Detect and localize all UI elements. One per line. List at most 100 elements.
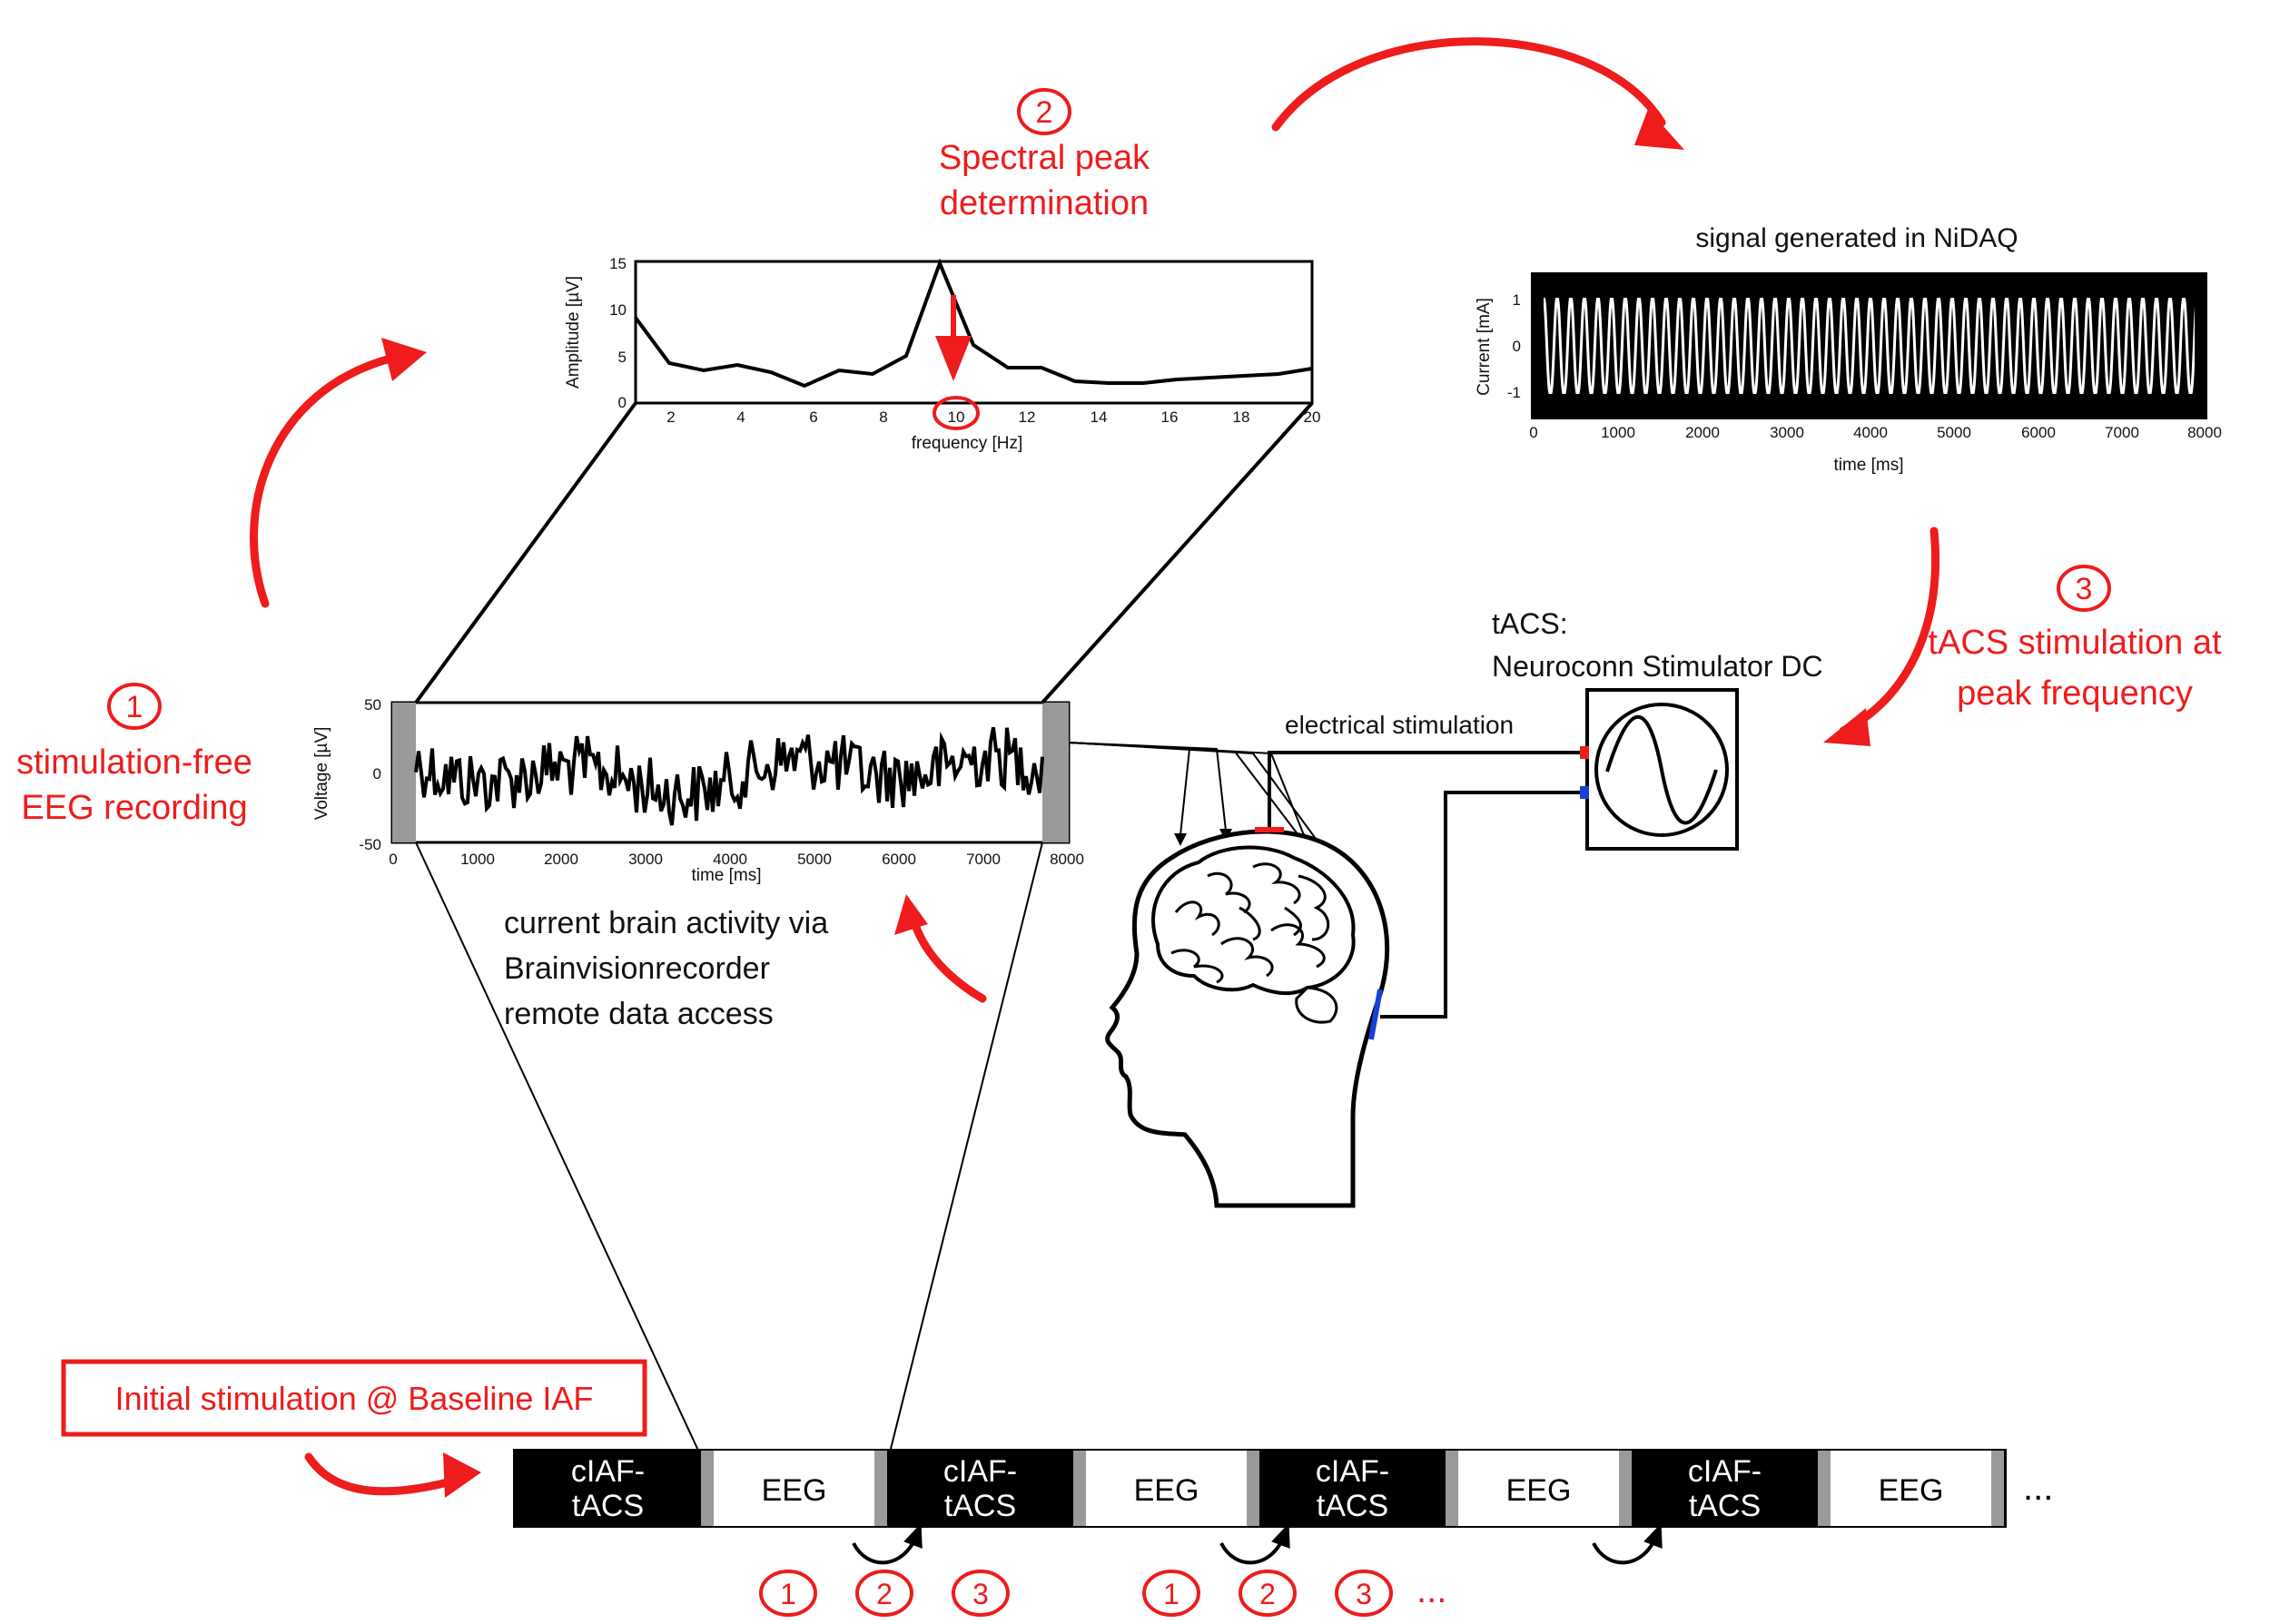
svg-text:50: 50 — [364, 696, 381, 714]
cycle-arrows — [250, 37, 1939, 1496]
nidaq-plot: signal generated in NiDAQ 0 1000 2000 30… — [1475, 223, 2222, 475]
step-marker-circle — [1142, 1570, 1200, 1617]
timeline-block-label: EEG — [1506, 1473, 1572, 1508]
step-marker-number: 2 — [876, 1578, 893, 1610]
peak-arrow-icon — [935, 336, 972, 381]
svg-text:8000: 8000 — [1050, 851, 1084, 868]
svg-text:1: 1 — [1513, 291, 1521, 309]
timeline-tacs-block: cIAF-tACS — [1316, 1454, 1389, 1523]
svg-text:0: 0 — [373, 765, 381, 782]
timeline-block-label: tACS — [1317, 1489, 1388, 1523]
timeline-block-label: cIAF- — [571, 1454, 645, 1489]
trailing-ellipsis: ... — [1416, 1570, 1446, 1610]
svg-text:0: 0 — [1513, 338, 1521, 355]
svg-text:Spectral peak: Spectral peak — [939, 139, 1150, 177]
stimulator: tACS: Neuroconn Stimulator DC — [1492, 607, 1823, 851]
blue-terminal — [1580, 786, 1589, 799]
svg-text:-50: -50 — [359, 836, 381, 853]
eeg-ylabel: Voltage [µV] — [312, 727, 331, 821]
eeg-gray-edge-left — [392, 703, 416, 842]
step3-label: 3 tACS stimulation at peak frequency — [1928, 565, 2222, 713]
timeline-block-label: tACS — [1689, 1489, 1761, 1523]
timeline-eeg-block: EEG — [701, 1451, 887, 1526]
eeg-yticks: 50 0 -50 — [359, 696, 381, 853]
step-marker-number: 2 — [1259, 1578, 1276, 1610]
spectrum-ylabel: Amplitude [µV] — [564, 276, 583, 389]
timeline-eeg-block: EEG — [1446, 1451, 1632, 1526]
svg-text:current brain activity via: current brain activity via — [504, 906, 828, 940]
svg-text:8: 8 — [879, 408, 887, 426]
svg-text:remote data access: remote data access — [504, 997, 774, 1031]
svg-text:Brainvisionrecorder: Brainvisionrecorder — [504, 951, 770, 986]
timeline-block-label: cIAF- — [1316, 1454, 1389, 1489]
svg-text:4: 4 — [736, 408, 745, 426]
nidaq-xlabel: time [ms] — [1833, 456, 1903, 475]
timeline-block-label: tACS — [572, 1489, 644, 1523]
svg-text:2: 2 — [1036, 95, 1053, 130]
arrowhead-icon — [1634, 109, 1684, 150]
arrowhead-icon — [443, 1452, 481, 1498]
step1-label: 1 stimulation-free EEG recording — [16, 683, 252, 827]
svg-text:0: 0 — [389, 851, 397, 868]
spectrum-xticks: 2 4 6 8 10 12 14 16 18 20 — [666, 408, 1320, 426]
sine-wave-icon — [1605, 714, 1718, 825]
eeg-trace — [414, 726, 1044, 826]
timeline-tacs-block: cIAF-tACS — [1688, 1454, 1762, 1523]
svg-text:6: 6 — [809, 408, 817, 426]
arrow-nidaq-to-step3 — [1839, 527, 1939, 735]
nidaq-yticks: 1 0 -1 — [1507, 291, 1521, 401]
eeg-plot: 0 1000 2000 3000 4000 5000 6000 7000 800… — [312, 696, 1084, 885]
nidaq-ylabel: Current [mA] — [1475, 298, 1494, 396]
timeline-block-label: EEG — [762, 1473, 827, 1508]
nidaq-title: signal generated in NiDAQ — [1695, 223, 2018, 253]
arrow-initial-to-timeline — [304, 1452, 463, 1496]
svg-text:16: 16 — [1161, 408, 1179, 426]
svg-text:1000: 1000 — [1601, 424, 1635, 441]
svg-text:6000: 6000 — [2021, 424, 2056, 441]
arrow-step2-to-nidaq — [1271, 37, 1666, 132]
svg-text:6000: 6000 — [882, 851, 916, 868]
svg-text:1000: 1000 — [460, 851, 495, 868]
step-number-circle — [1017, 88, 1071, 135]
svg-text:20: 20 — [1304, 408, 1321, 426]
svg-text:10: 10 — [609, 301, 627, 319]
svg-text:Neuroconn Stimulator DC: Neuroconn Stimulator DC — [1492, 650, 1823, 683]
timeline-tacs-block: cIAF-tACS — [571, 1454, 645, 1523]
svg-text:7000: 7000 — [2105, 424, 2139, 441]
svg-text:Initial stimulation @ Baseline: Initial stimulation @ Baseline IAF — [115, 1380, 594, 1417]
step-marker-circle — [759, 1570, 817, 1617]
svg-text:3000: 3000 — [628, 851, 663, 868]
timeline-block-label: cIAF- — [943, 1454, 1017, 1489]
svg-text:0: 0 — [618, 394, 627, 411]
arrowhead-icon — [894, 894, 928, 935]
svg-text:1: 1 — [126, 690, 143, 724]
spectrum-plot: 2 4 6 8 10 12 14 16 18 20 0 5 10 15 freq… — [564, 255, 1320, 453]
timeline-eeg-block: EEG — [1818, 1451, 2004, 1526]
svg-text:18: 18 — [1233, 408, 1250, 426]
blue-electrode — [1368, 989, 1383, 1040]
head-with-brain — [1105, 827, 1390, 1208]
svg-text:2: 2 — [666, 408, 675, 426]
eeg-gray-edge-right — [1042, 703, 1069, 842]
electrical-stimulation-label: electrical stimulation — [1285, 711, 1514, 739]
red-terminal — [1580, 746, 1589, 759]
brain-activity-note: current brain activity via Brainvisionre… — [504, 906, 828, 1031]
timeline: cIAF-tACS EEG cIAF-tACS EEG cIAF-tACS EEG cIAF… — [513, 1449, 2007, 1528]
timeline-block-label: tACS — [944, 1489, 1016, 1523]
svg-text:3: 3 — [2076, 572, 2093, 606]
svg-text:tACS stimulation at: tACS stimulation at — [1928, 624, 2222, 662]
spectrum-line — [634, 258, 1313, 389]
step-marker-circle — [1335, 1570, 1393, 1617]
svg-text:15: 15 — [609, 255, 627, 272]
projection-lines — [414, 401, 1314, 1453]
loop-arrows — [852, 1522, 1663, 1565]
step-marker-number: 1 — [780, 1578, 796, 1610]
spectrum-frame — [634, 260, 1314, 405]
timeline-ellipsis: ... — [2023, 1468, 2053, 1508]
svg-text:5000: 5000 — [1937, 424, 1971, 441]
svg-text:0: 0 — [1529, 424, 1537, 441]
spectrum-xlabel: frequency [Hz] — [912, 434, 1023, 453]
svg-text:peak frequency: peak frequency — [1957, 674, 2193, 713]
timeline-block-label: cIAF- — [1688, 1454, 1762, 1489]
